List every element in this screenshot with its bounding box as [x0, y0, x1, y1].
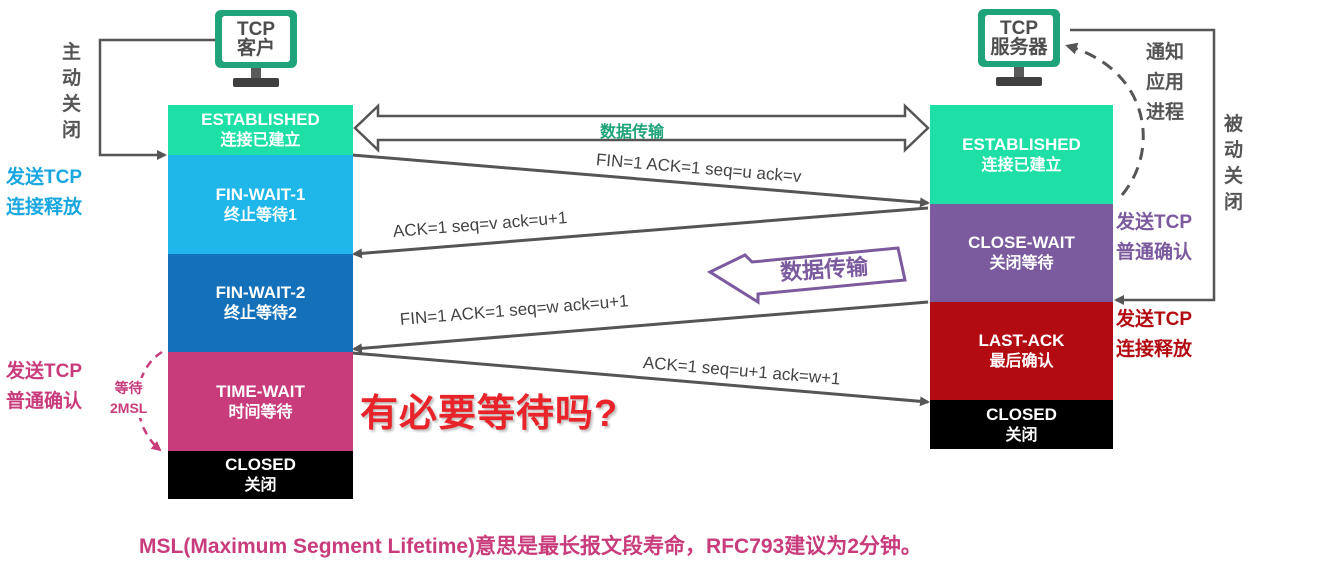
- active-close-char: 关: [62, 94, 82, 115]
- notify-app-curve: [1065, 42, 1145, 196]
- client-state-time-wait: TIME-WAIT 时间等待: [168, 352, 353, 451]
- server-title-line2: 服务器: [990, 37, 1048, 58]
- state-name: CLOSED: [225, 455, 296, 474]
- client-send-release-label: 发送TCP 连接释放: [6, 163, 82, 223]
- label-line: 2MSL: [110, 400, 148, 416]
- state-name: ESTABLISHED: [962, 134, 1081, 154]
- client-send-ack-label: 发送TCP 普通确认: [6, 357, 82, 417]
- server-stand-neck: [1014, 67, 1024, 77]
- server-send-release-label: 发送TCP 连接释放: [1116, 305, 1192, 365]
- client-title-line2: 客户: [236, 38, 275, 59]
- state-desc: 关闭: [244, 477, 277, 494]
- passive-close-char: 被: [1224, 114, 1244, 135]
- state-desc: 终止等待2: [224, 305, 297, 322]
- active-close-line: [98, 38, 215, 160]
- active-close-char: 主: [62, 42, 82, 63]
- fin2-arrow: [352, 300, 929, 354]
- state-name: ESTABLISHED: [201, 110, 320, 129]
- notify-app-line: 通知: [1146, 42, 1185, 63]
- client-screen: TCP 客户: [222, 16, 290, 62]
- data-transfer-left-arrow: [706, 246, 907, 305]
- active-close-label: 主 动 关 闭: [62, 40, 81, 144]
- passive-close-label: 被 动 关 闭: [1224, 112, 1243, 216]
- state-name: TIME-WAIT: [216, 381, 305, 401]
- server-state-established: ESTABLISHED 连接已建立: [930, 105, 1113, 204]
- server-computer-icon: TCP 服务器: [978, 9, 1060, 67]
- ack2-arrow: [351, 351, 930, 407]
- server-screen: TCP 服务器: [985, 15, 1053, 61]
- label-line: 发送TCP: [6, 361, 83, 382]
- client-stand-neck: [251, 68, 261, 78]
- client-state-closed: CLOSED 关闭: [168, 451, 353, 499]
- data-transfer-mid-label: 数据传输: [779, 253, 869, 286]
- state-desc: 终止等待1: [224, 206, 297, 224]
- passive-close-char: 动: [1224, 140, 1244, 161]
- state-desc: 最后确认: [989, 353, 1054, 370]
- label-line: 普通确认: [6, 391, 83, 412]
- data-transfer-double-arrow: [353, 103, 930, 153]
- label-line: 发送TCP: [1116, 212, 1193, 233]
- state-name: LAST-ACK: [978, 331, 1065, 350]
- wait-2msl-label: 等待 2MSL: [110, 378, 148, 418]
- passive-close-line: [1070, 28, 1216, 305]
- active-close-char: 闭: [62, 120, 82, 141]
- label-line: 发送TCP: [6, 167, 83, 188]
- state-name: CLOSE-WAIT: [968, 233, 1075, 252]
- server-title-line1: TCP: [1000, 18, 1038, 39]
- server-send-ack-label: 发送TCP 普通确认: [1116, 208, 1192, 268]
- client-state-fin-wait-2: FIN-WAIT-2 终止等待2: [168, 254, 353, 352]
- client-state-established: ESTABLISHED 连接已建立: [168, 105, 353, 155]
- ack1-arrow: [352, 206, 929, 259]
- label-line: 连接释放: [1116, 339, 1193, 360]
- state-desc: 连接已建立: [981, 156, 1062, 174]
- data-transfer-top-label: 数据传输: [600, 124, 665, 141]
- state-desc: 关闭等待: [989, 255, 1054, 272]
- notify-app-line: 应用: [1146, 72, 1185, 93]
- client-stand-base: [233, 78, 279, 87]
- state-desc: 关闭: [1005, 426, 1038, 444]
- server-stand-base: [996, 77, 1042, 86]
- label-line: 等待: [114, 380, 143, 396]
- notify-app-line: 进程: [1146, 102, 1185, 123]
- footnote: MSL(Maximum Segment Lifetime)意思是最长报文段寿命，…: [139, 535, 922, 558]
- fin1-arrow: [351, 153, 930, 208]
- notify-app-label: 通知 应用 进程: [1146, 38, 1184, 128]
- state-desc: 连接已建立: [220, 132, 301, 149]
- label-line: 普通确认: [1116, 242, 1193, 263]
- state-desc: 时间等待: [228, 403, 293, 421]
- server-state-close-wait: CLOSE-WAIT 关闭等待: [930, 204, 1113, 302]
- wait-2msl-curve: [136, 350, 163, 452]
- client-computer-icon: TCP 客户: [215, 10, 297, 68]
- client-title-line1: TCP: [237, 19, 275, 40]
- active-close-char: 动: [62, 68, 82, 89]
- passive-close-char: 关: [1224, 166, 1244, 187]
- state-name: CLOSED: [986, 404, 1057, 424]
- label-line: 连接释放: [6, 197, 83, 218]
- label-line: 发送TCP: [1116, 309, 1193, 330]
- state-name: FIN-WAIT-1: [215, 184, 306, 204]
- question-text: 有必要等待吗?: [360, 393, 619, 435]
- server-state-last-ack: LAST-ACK 最后确认: [930, 302, 1113, 400]
- server-state-closed: CLOSED 关闭: [930, 400, 1113, 449]
- state-name: FIN-WAIT-2: [215, 283, 306, 302]
- passive-close-char: 闭: [1224, 192, 1244, 213]
- client-state-fin-wait-1: FIN-WAIT-1 终止等待1: [168, 155, 353, 254]
